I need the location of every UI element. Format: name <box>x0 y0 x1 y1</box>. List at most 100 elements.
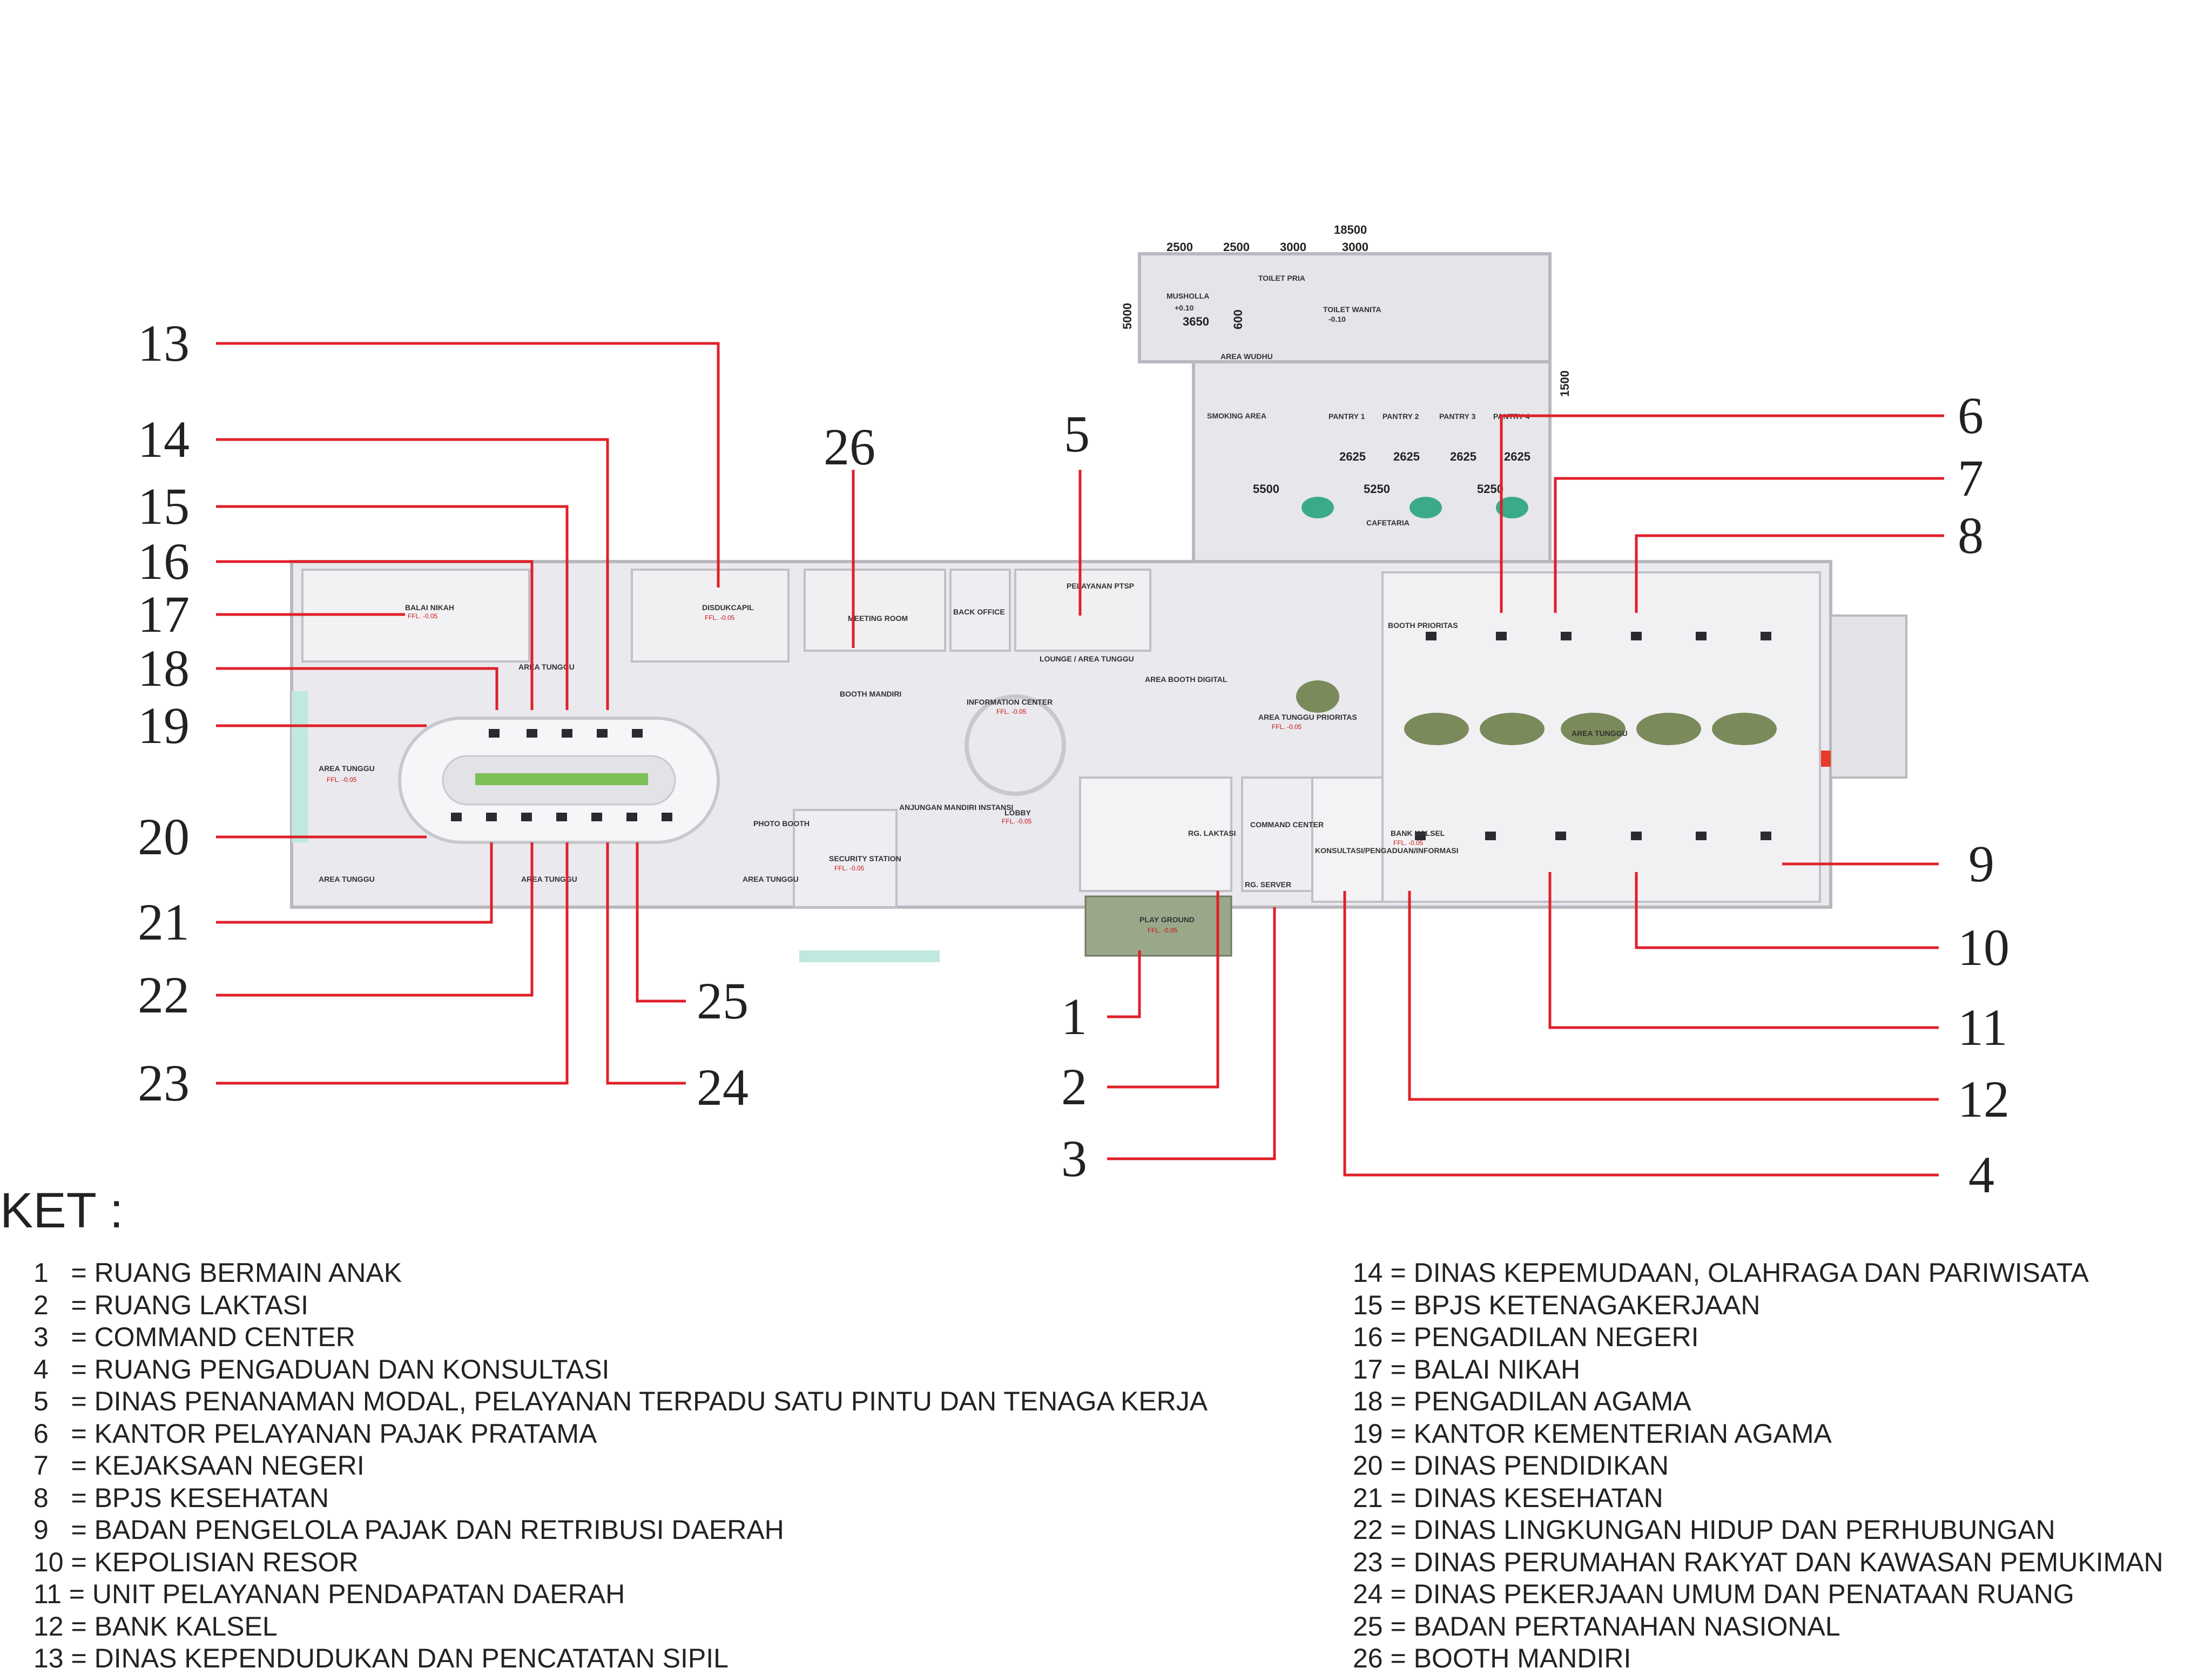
callout-26: 26 <box>824 418 875 476</box>
callout-12: 12 <box>1958 1070 2009 1128</box>
callout-9: 9 <box>1968 835 1994 893</box>
callout-17: 17 <box>138 585 190 643</box>
legend-item: 26 = BOOTH MANDIRI <box>1353 1643 1631 1673</box>
room-label-play-ground: PLAY GROUND <box>1139 915 1195 924</box>
callout-16: 16 <box>138 532 190 590</box>
room-label-area-tunggu-left: AREA TUNGGU <box>319 764 375 773</box>
legend-item: 12 = BANK KALSEL <box>33 1611 278 1642</box>
konsultasi-box <box>1311 776 1384 903</box>
glass-left <box>292 691 308 842</box>
room-label-ruang-server: RG. SERVER <box>1245 880 1291 889</box>
callout-14: 14 <box>138 410 190 468</box>
room-label-smoking-area: SMOKING AREA <box>1207 411 1266 420</box>
room-label-area-tunggu-bottom-2: AREA TUNGGU <box>521 875 577 883</box>
ffl-tag: FFL. -0.05 <box>327 776 357 784</box>
legend-title: KET : <box>0 1183 124 1238</box>
room-label-cafetaria: CAFETARIA <box>1366 518 1410 527</box>
legend-item: 17 = BALAI NIKAH <box>1353 1354 1581 1384</box>
room-label-toilet-wanita-level: -0.10 <box>1328 315 1346 323</box>
room-label-ruang-laktasi: RG. LAKTASI <box>1188 829 1236 838</box>
room-label-area-tunggu-bottom-3: AREA TUNGGU <box>743 875 799 883</box>
callout-22: 22 <box>138 966 190 1024</box>
room-label-toilet-pria: TOILET PRIA <box>1258 274 1305 282</box>
glass-bottom <box>799 950 940 962</box>
leader-4 <box>1343 891 1939 1177</box>
callout-6: 6 <box>1958 387 1984 444</box>
leader-6 <box>1500 414 1944 613</box>
leader-13 <box>216 342 720 587</box>
leader-15 <box>216 505 569 710</box>
ffl-tag: FFL. -0.05 <box>996 708 1027 715</box>
callout-4: 4 <box>1968 1146 1994 1204</box>
room-label-bank-kalsel: BANK KALSEL <box>1391 829 1445 838</box>
legend-item: 7 = KEJAKSAAN NEGERI <box>33 1450 365 1481</box>
ffl-tag: FFL. -0.05 <box>705 614 735 622</box>
callout-1: 1 <box>1061 988 1087 1045</box>
leader-2 <box>1107 891 1219 1089</box>
room-label-area-tunggu-right: AREA TUNGGU <box>1572 729 1628 738</box>
legend-item: 19 = KANTOR KEMENTERIAN AGAMA <box>1353 1418 1832 1449</box>
back-office-box <box>949 569 1011 652</box>
dimension-label: 2625 <box>1393 450 1420 463</box>
dimension-label: 18500 <box>1334 223 1367 237</box>
room-labels: MUSHOLLA +0.10 TOILET PRIA TOILET WANITA… <box>319 274 1628 924</box>
room-label-photo-booth: PHOTO BOOTH <box>753 819 810 828</box>
callout-21: 21 <box>138 893 190 951</box>
room-label-balai-nikah: BALAI NIKAH <box>405 603 454 612</box>
dimension-label: 2625 <box>1504 450 1530 463</box>
information-center-ring <box>965 694 1066 796</box>
ffl-tag: FFL. -0.05 <box>834 864 865 872</box>
right-annex <box>1830 614 1907 779</box>
legend-item: 2 = RUANG LAKTASI <box>33 1289 308 1320</box>
legend-item: 8 = BPJS KESEHATAN <box>33 1482 329 1513</box>
leader-10 <box>1635 872 1939 949</box>
legend-item: 24 = DINAS PEKERJAAN UMUM DAN PENATAAN R… <box>1353 1579 2074 1609</box>
leader-lines <box>216 342 1944 1177</box>
legend-item: 5 = DINAS PENANAMAN MODAL, PELAYANAN TER… <box>33 1386 1208 1416</box>
legend-item: 13 = DINAS KEPENDUDUKAN DAN PENCATATAN S… <box>33 1643 729 1673</box>
callout-numbers: 13 14 15 16 17 18 19 20 21 22 23 24 25 2… <box>138 314 2009 1204</box>
ffl-tag: FFL. -0.05 <box>1002 818 1032 825</box>
legend-left-column: 1 = RUANG BERMAIN ANAK 2 = RUANG LAKTASI… <box>33 1257 1208 1675</box>
ffl-tags: FFL. -0.05 FFL. -0.05 FFL. -0.05 FFL. -0… <box>327 612 1424 934</box>
room-label-meeting-room: MEETING ROOM <box>848 614 908 623</box>
play-ground-area <box>1084 895 1232 957</box>
legend-item: 18 = PENGADILAN AGAMA <box>1353 1386 1691 1416</box>
desks <box>451 632 1771 840</box>
sofas <box>1296 497 1777 745</box>
dimension-labels: 2500 2500 3000 3000 18500 5000 3650 600 … <box>1121 223 1572 496</box>
leader-23 <box>216 842 569 1085</box>
dimension-label: 600 <box>1231 309 1245 329</box>
callout-13: 13 <box>138 314 190 372</box>
callout-11: 11 <box>1958 998 2007 1056</box>
callout-2: 2 <box>1061 1058 1087 1116</box>
room-label-back-office: BACK OFFICE <box>953 607 1005 616</box>
callout-18: 18 <box>138 639 190 697</box>
room-label-booth-prioritas: BOOTH PRIORITAS <box>1388 621 1458 630</box>
legend-item: 11 = UNIT PELAYANAN PENDAPATAN DAERAH <box>33 1579 625 1609</box>
plant-strip <box>475 773 648 785</box>
legend-item: 20 = DINAS PENDIDIKAN <box>1353 1450 1669 1481</box>
callout-5: 5 <box>1064 405 1090 463</box>
leader-7 <box>1554 477 1944 613</box>
callout-7: 7 <box>1958 449 1984 507</box>
dimension-label: 1500 <box>1558 370 1572 397</box>
dimension-label: 5250 <box>1477 482 1503 496</box>
leader-16 <box>216 560 534 710</box>
leader-14 <box>216 438 609 710</box>
legend-item: 10 = KEPOLISIAN RESOR <box>33 1546 359 1577</box>
room-label-disdukcapil: DISDUKCAPIL <box>702 603 754 612</box>
ptsp-box <box>1014 569 1151 652</box>
dimension-label: 2500 <box>1166 240 1193 254</box>
callout-20: 20 <box>138 808 190 866</box>
legend-item: 3 = COMMAND CENTER <box>33 1322 355 1352</box>
room-label-toilet-wanita: TOILET WANITA <box>1323 305 1381 314</box>
dimension-label: 5500 <box>1253 482 1279 496</box>
dimension-label: 5000 <box>1121 303 1134 329</box>
meeting-room-box <box>804 569 946 652</box>
room-label-pelayanan-ptsp: PELAYANAN PTSP <box>1067 582 1134 590</box>
room-label-area-tunggu-prioritas: AREA TUNGGU PRIORITAS <box>1258 713 1357 721</box>
disdukcapil-room <box>631 569 790 663</box>
legend-item: 14 = DINAS KEPEMUDAAN, OLAHRAGA DAN PARI… <box>1353 1258 2089 1288</box>
